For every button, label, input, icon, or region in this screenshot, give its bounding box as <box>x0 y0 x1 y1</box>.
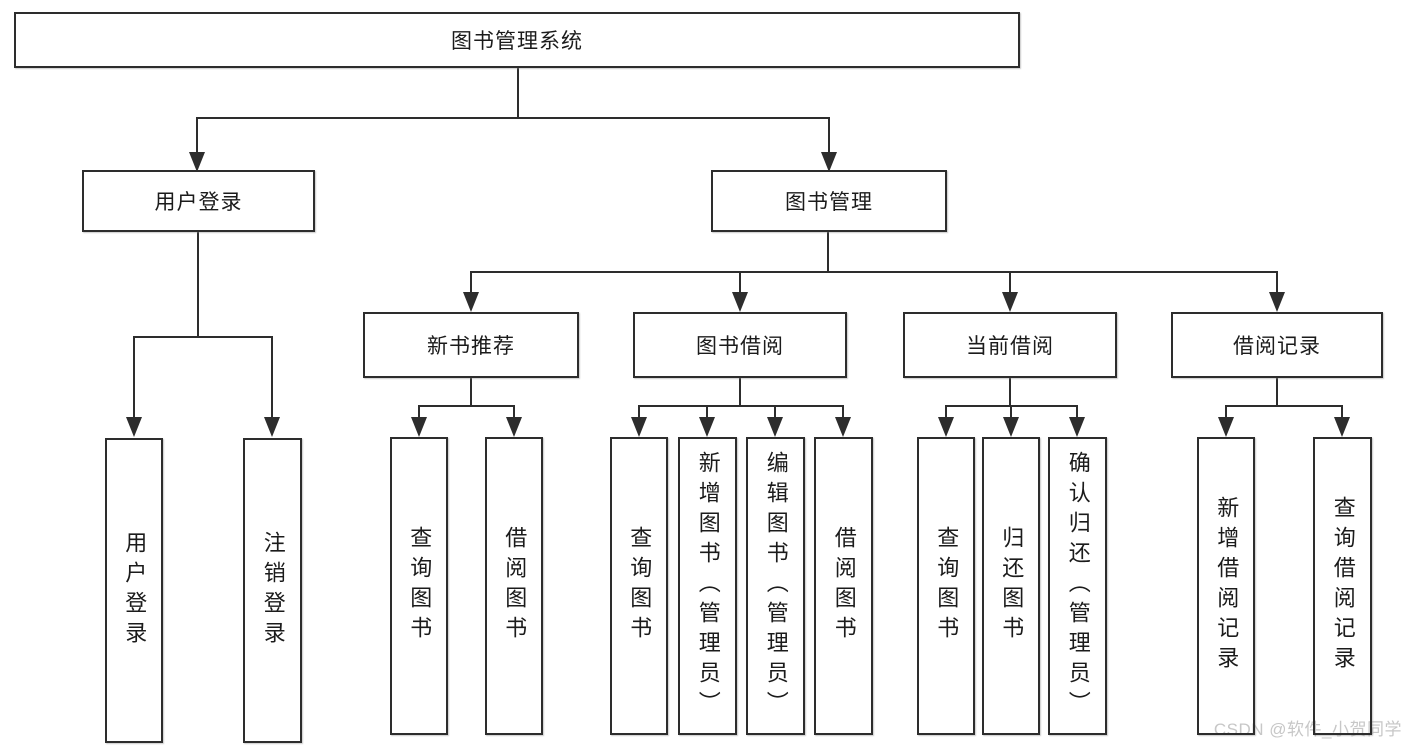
connector-drop-current-borrow <box>1009 271 1011 295</box>
connector-current-stem <box>1009 378 1011 407</box>
connector-drop-query-books-1 <box>418 405 420 419</box>
arrowhead-add-record <box>1218 417 1234 437</box>
node-book-management: 图书管理 <box>711 170 947 232</box>
connector-drop-query-books-2 <box>638 405 640 419</box>
arrowhead-borrow-records <box>1269 292 1285 312</box>
arrowhead-confirm-return <box>1069 417 1085 437</box>
arrowhead-query-books-2 <box>631 417 647 437</box>
arrowhead-edit-book <box>767 417 783 437</box>
node-query-borrow-record: 查询借阅记录 <box>1313 437 1372 735</box>
arrowhead-book-management <box>821 152 837 172</box>
node-borrow-books-1: 借阅图书 <box>485 437 543 735</box>
arrowhead-book-borrow <box>732 292 748 312</box>
node-query-books-1: 查询图书 <box>390 437 448 735</box>
arrowhead-login-leaf <box>126 417 142 437</box>
connector-user-rail <box>133 336 273 338</box>
node-current-borrow: 当前借阅 <box>903 312 1117 378</box>
arrowhead-query-books-1 <box>411 417 427 437</box>
connector-records-stem <box>1276 378 1278 407</box>
node-add-borrow-record: 新增借阅记录 <box>1197 437 1255 735</box>
connector-drop-login-leaf <box>133 336 135 418</box>
connector-book-stem <box>827 232 829 273</box>
connector-drop-user-login <box>196 117 198 154</box>
arrowhead-query-books-3 <box>938 417 954 437</box>
connector-drop-borrow-records <box>1276 271 1278 295</box>
node-user-login: 用户登录 <box>82 170 315 232</box>
connector-drop-add-book <box>706 405 708 419</box>
node-book-borrow: 图书借阅 <box>633 312 847 378</box>
connector-drop-query-record <box>1341 405 1343 419</box>
connector-root-rail <box>196 117 830 119</box>
connector-borrow-rail <box>638 405 844 407</box>
arrowhead-borrow-books-2 <box>835 417 851 437</box>
connector-recommend-rail <box>418 405 515 407</box>
node-user-login-leaf: 用户登录 <box>105 438 163 743</box>
connector-drop-return-book <box>1010 405 1012 419</box>
connector-book-rail <box>470 271 1278 273</box>
connector-drop-book-borrow <box>739 271 741 295</box>
connector-records-rail <box>1225 405 1343 407</box>
arrowhead-borrow-books-1 <box>506 417 522 437</box>
connector-root-stem <box>517 68 519 118</box>
arrowhead-current-borrow <box>1002 292 1018 312</box>
connector-drop-borrow-books-1 <box>513 405 515 419</box>
connector-drop-add-record <box>1225 405 1227 419</box>
connector-drop-book-management <box>828 117 830 154</box>
node-library-system: 图书管理系统 <box>14 12 1020 68</box>
node-return-book: 归还图书 <box>982 437 1040 735</box>
node-borrow-books-2: 借阅图书 <box>814 437 873 735</box>
connector-drop-new-book <box>470 271 472 295</box>
connector-drop-confirm-return <box>1076 405 1078 419</box>
connector-user-stem <box>197 232 199 337</box>
node-logout-leaf: 注销登录 <box>243 438 302 743</box>
arrowhead-user-login <box>189 152 205 172</box>
arrowhead-new-book <box>463 292 479 312</box>
connector-recommend-stem <box>470 378 472 407</box>
node-query-books-2: 查询图书 <box>610 437 668 735</box>
node-borrow-records: 借阅记录 <box>1171 312 1383 378</box>
node-query-books-3: 查询图书 <box>917 437 975 735</box>
connector-borrow-stem <box>739 378 741 407</box>
node-add-book-admin: 新增图书（管理员） <box>678 437 737 735</box>
arrowhead-logout-leaf <box>264 417 280 437</box>
node-new-book-recommend: 新书推荐 <box>363 312 579 378</box>
node-edit-book-admin: 编辑图书（管理员） <box>746 437 805 735</box>
connector-drop-edit-book <box>774 405 776 419</box>
connector-drop-borrow-books-2 <box>842 405 844 419</box>
node-confirm-return-admin: 确认归还（管理员） <box>1048 437 1107 735</box>
connector-drop-query-books-3 <box>945 405 947 419</box>
arrowhead-add-book <box>699 417 715 437</box>
arrowhead-return-book <box>1003 417 1019 437</box>
connector-drop-logout-leaf <box>271 336 273 418</box>
arrowhead-query-record <box>1334 417 1350 437</box>
